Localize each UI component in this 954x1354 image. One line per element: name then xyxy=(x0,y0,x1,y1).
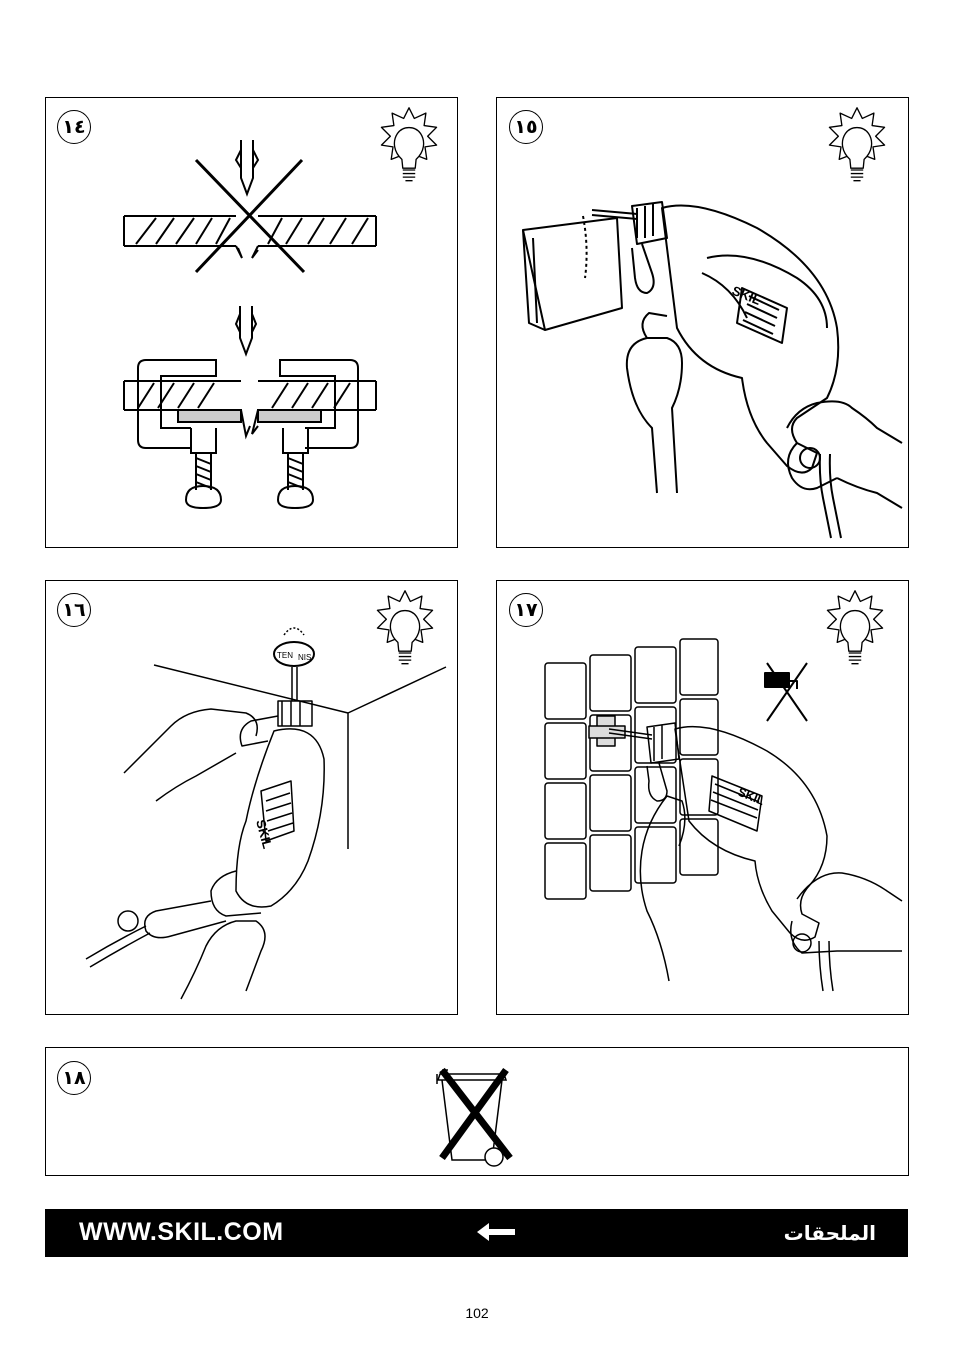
left-arrow-icon xyxy=(477,1223,515,1241)
drill-on-metal-sheet-illustration: SKIL xyxy=(522,201,903,539)
footer-bar: WWW.SKIL.COM الملحقات xyxy=(45,1209,908,1257)
panel-number-badge: ١٨ xyxy=(57,1061,91,1095)
panel-18: ١٨ xyxy=(45,1047,909,1176)
panel-number-badge: ١٤ xyxy=(57,110,91,144)
page-number: 102 xyxy=(465,1305,489,1321)
skil-brand-label: SKIL xyxy=(730,283,763,308)
panel-number-badge: ١٧ xyxy=(509,593,543,627)
skil-brand-label: SKIL xyxy=(253,818,275,851)
ball-label-right: NIS xyxy=(298,653,311,662)
panel-15: ١٥ xyxy=(496,97,909,548)
website-link[interactable]: WWW.SKIL.COM xyxy=(79,1218,284,1246)
drill-in-ceiling-with-ball-illustration: TEN NIS SKIL xyxy=(85,627,447,1000)
drilling-through-wood-illustration xyxy=(123,140,377,510)
skil-brand-label: SKIL xyxy=(736,785,767,808)
panel-14: ١٤ xyxy=(45,97,458,548)
panel-17: ١٧ xyxy=(496,580,909,1015)
panel-number-badge: ١٥ xyxy=(509,110,543,144)
section-label: الملحقات xyxy=(783,1221,876,1245)
ball-label-left: TEN xyxy=(277,651,293,660)
drill-on-tiles-illustration: SKIL xyxy=(544,638,903,992)
crossed-out-wheelie-bin-icon xyxy=(436,1067,513,1167)
panel-16: ١٦ TEN NIS xyxy=(45,580,458,1015)
no-hammer-action-icon xyxy=(764,662,808,722)
panel-number-badge: ١٦ xyxy=(57,593,91,627)
